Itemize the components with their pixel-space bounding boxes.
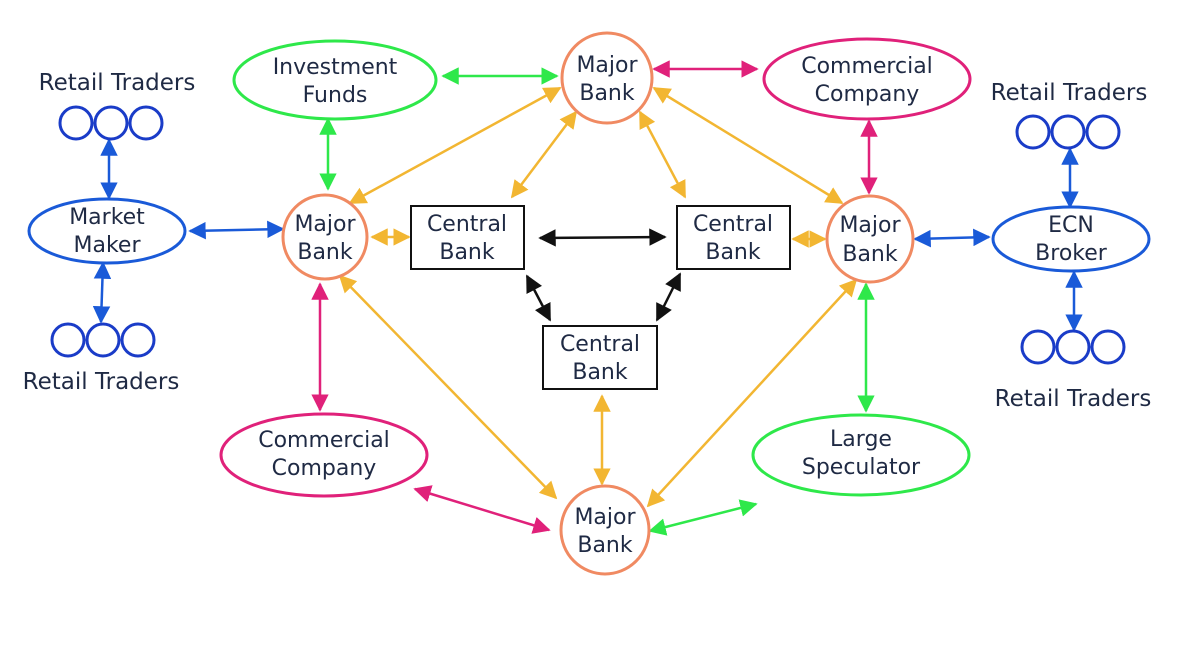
edge-marketmaker-majorbank-left <box>188 220 285 240</box>
market-maker-line1: Market <box>69 205 145 230</box>
commercial-company-bottom-line1: Commercial <box>258 428 390 453</box>
commercial-company-bottom: Commercial Company <box>219 412 429 498</box>
edge-centralbank-left-bottom <box>525 274 552 322</box>
ecn-broker-line2: Broker <box>1035 241 1108 266</box>
edge-centralbank-right-bottom <box>655 272 682 322</box>
central-bank-right-line1: Central <box>693 212 773 237</box>
retail-traders-top-left-label: Retail Traders <box>39 70 196 96</box>
retail-traders-bottom-right-icon <box>1020 329 1126 365</box>
large-speculator: Large Speculator <box>751 413 971 497</box>
major-bank-left-line2: Bank <box>297 240 353 265</box>
major-bank-bottom: Major Bank <box>559 484 651 576</box>
central-bank-left-line1: Central <box>427 212 507 237</box>
major-bank-right-line1: Major <box>839 213 901 238</box>
major-bank-top-line1: Major <box>576 53 638 78</box>
retail-traders-bottom-left-label: Retail Traders <box>23 369 180 395</box>
edge-majorbank-right-ecn <box>913 228 991 248</box>
central-bank-left-line2: Bank <box>439 240 495 265</box>
central-bank-bottom-line1: Central <box>560 332 640 357</box>
edge-majorbank-bottom-speculator <box>648 499 758 536</box>
central-bank-right: Central Bank <box>676 205 791 270</box>
major-bank-top: Major Bank <box>560 31 654 125</box>
major-bank-bottom-line2: Bank <box>577 533 633 558</box>
major-bank-right-line2: Bank <box>842 242 898 267</box>
edge-majorbank-top-right <box>652 86 844 205</box>
retail-traders-top-right-label: Retail Traders <box>991 80 1148 106</box>
retail-traders-top-left: Retail Traders <box>39 70 196 141</box>
investment-funds-line2: Funds <box>303 83 368 108</box>
major-bank-left-line1: Major <box>294 212 356 237</box>
edge-majorbank-right-bottom <box>646 278 858 508</box>
ecn-broker-line1: ECN <box>1048 213 1094 238</box>
retail-traders-top-left-icon <box>58 105 164 141</box>
commercial-company-top-line2: Company <box>815 82 920 107</box>
edge-marketmaker-retail-bottomleft <box>92 261 112 324</box>
edge-majorbank-top-centralbank-right <box>638 110 687 199</box>
large-speculator-line2: Speculator <box>802 455 921 480</box>
edge-majorbank-top-left <box>348 86 562 205</box>
edge-majorbank-top-centralbank-left <box>510 110 578 199</box>
edge-majorbank-left-bottom <box>338 274 558 500</box>
investment-funds: Investment Funds <box>232 39 438 121</box>
major-bank-bottom-line1: Major <box>574 505 636 530</box>
commercial-company-top-line1: Commercial <box>801 54 933 79</box>
commercial-company-top: Commercial Company <box>762 37 972 121</box>
major-bank-right: Major Bank <box>825 194 915 284</box>
retail-traders-top-right: Retail Traders <box>991 80 1148 150</box>
market-maker-line2: Maker <box>74 233 142 258</box>
major-bank-top-line2: Bank <box>579 81 635 106</box>
retail-traders-top-right-icon <box>1015 114 1121 150</box>
central-bank-bottom: Central Bank <box>542 325 658 390</box>
large-speculator-line1: Large <box>830 427 892 452</box>
market-maker: Market Maker <box>27 197 187 265</box>
commercial-company-bottom-line2: Company <box>272 456 377 481</box>
edge-commercial-bottom-majorbank-bottom <box>413 485 551 534</box>
retail-traders-bottom-right: Retail Traders <box>995 329 1152 412</box>
retail-traders-bottom-left: Retail Traders <box>23 322 180 395</box>
central-bank-right-line2: Bank <box>705 240 761 265</box>
edge-centralbank-left-right <box>538 228 667 247</box>
major-bank-left: Major Bank <box>281 193 369 281</box>
retail-traders-bottom-left-icon <box>50 322 156 358</box>
investment-funds-line1: Investment <box>273 55 398 80</box>
central-bank-left: Central Bank <box>410 205 525 270</box>
central-bank-bottom-line2: Bank <box>572 360 628 385</box>
retail-traders-bottom-right-label: Retail Traders <box>995 386 1152 412</box>
edges <box>92 60 1083 536</box>
ecn-broker: ECN Broker <box>991 205 1151 273</box>
